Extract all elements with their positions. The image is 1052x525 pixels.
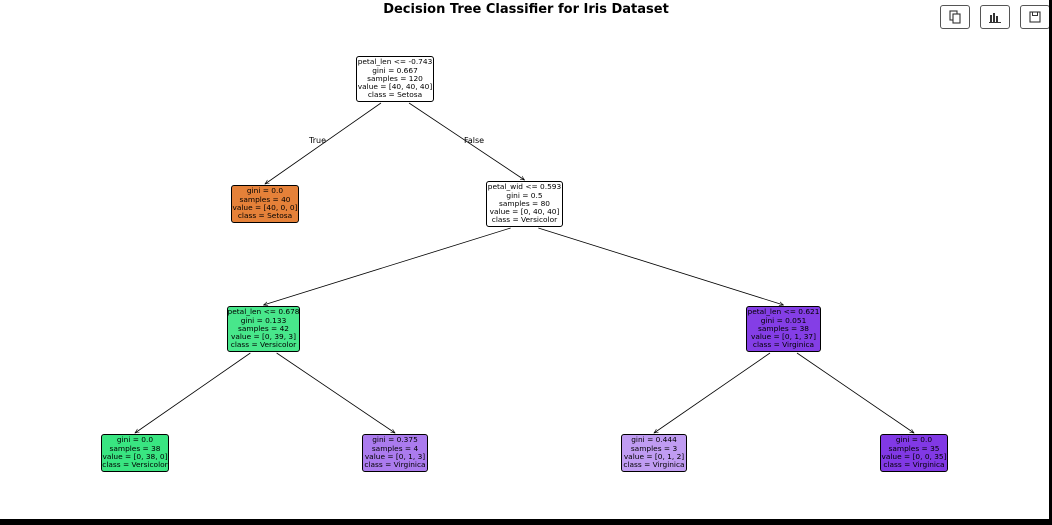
node-text-line: class = Virginica (623, 460, 685, 470)
node-text-line: samples = 40 (239, 194, 291, 204)
edge-root-n1 (265, 102, 382, 184)
node-text-line: class = Setosa (237, 211, 293, 221)
node-text-line: gini = 0.0 (895, 435, 933, 445)
node-text-line: class = Virginica (364, 460, 426, 470)
node-text-line: petal_len <= 0.678 (227, 307, 300, 317)
node-text-line: class = Virginica (752, 340, 815, 350)
node-text-line: class = Versicolor (491, 215, 558, 225)
edge-n3-n6 (276, 352, 395, 433)
node-text-line: class = Virginica (883, 460, 945, 470)
node-text-line: gini = 0.0 (246, 186, 284, 196)
bar-chart-icon (989, 13, 1001, 23)
node-text-line: samples = 38 (109, 443, 161, 453)
node-text-line: samples = 38 (757, 323, 810, 333)
edge-label-true: True (309, 136, 326, 145)
node-text-line: value = [0, 1, 3] (364, 452, 426, 461)
node-text-line: value = [40, 40, 40] (357, 82, 433, 92)
node-text-line: gini = 0.444 (631, 435, 677, 445)
node-text-line: class = Setosa (367, 90, 423, 100)
node-text-line: gini = 0.0 (116, 435, 154, 445)
node-text-line: value = [40, 0, 0] (232, 203, 298, 212)
node-text-line: value = [0, 39, 3] (230, 332, 297, 342)
node-text-line: value = [0, 1, 2] (623, 452, 685, 461)
node-text-line: value = [0, 1, 37] (750, 332, 817, 342)
node-text-line: value = [0, 40, 40] (489, 207, 560, 217)
node-text-line: class = Versicolor (102, 460, 168, 470)
edge-n2-n3 (264, 227, 511, 305)
node-text-line: gini = 0.051 (760, 315, 807, 325)
node-text-line: samples = 4 (371, 443, 419, 453)
node-text-line: samples = 120 (367, 73, 423, 83)
frame-border-right (1049, 0, 1052, 525)
frame-border-bottom (0, 519, 1052, 525)
node-text-line: gini = 0.375 (372, 435, 418, 445)
copy-icon (949, 10, 961, 24)
node-text-line: petal_wid <= 0.593 (487, 182, 562, 192)
chart-title: Decision Tree Classifier for Iris Datase… (383, 2, 669, 17)
node-text-line: samples = 3 (630, 443, 678, 453)
edge-n4-n8 (796, 352, 914, 433)
node-text-line: petal_len <= -0.743 (357, 57, 433, 67)
edge-n3-n5 (135, 352, 251, 433)
edge-label-false: False (464, 136, 485, 145)
node-text-line: gini = 0.133 (240, 315, 287, 325)
node-text-line: samples = 80 (498, 198, 551, 208)
edge-n4-n7 (654, 352, 771, 433)
node-text-line: value = [0, 38, 0] (102, 452, 168, 461)
edge-root-n2 (408, 102, 524, 180)
node-text-line: value = [0, 0, 35] (881, 452, 947, 461)
floppy-disk-icon (1029, 11, 1041, 23)
node-text-line: petal_len <= 0.621 (747, 307, 820, 317)
node-text-line: samples = 42 (237, 323, 290, 333)
node-text-line: gini = 0.5 (506, 190, 543, 200)
edge-n2-n4 (538, 227, 783, 305)
chart-button[interactable] (980, 5, 1010, 29)
node-text-line: gini = 0.667 (372, 65, 418, 75)
copy-button[interactable] (940, 5, 970, 29)
node-text-line: class = Versicolor (230, 340, 297, 350)
node-text-line: samples = 35 (888, 443, 940, 453)
